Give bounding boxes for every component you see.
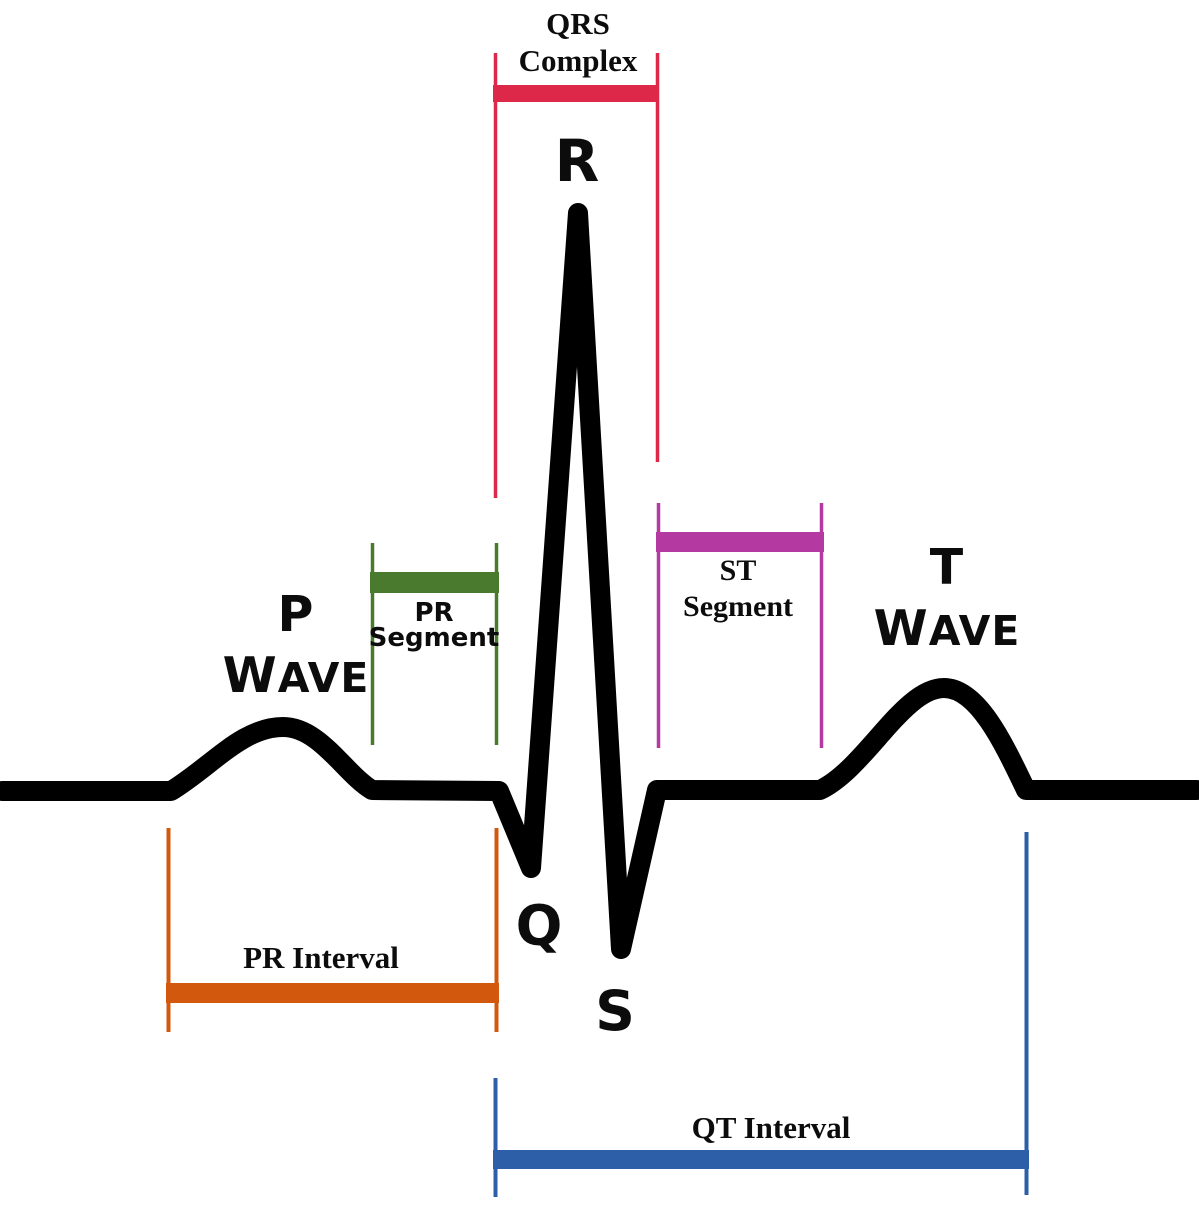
st-segment-label: ST Segment [683, 553, 793, 625]
pr-interval-bracket [166, 828, 499, 1032]
st-segment-bar [656, 532, 824, 552]
qt-interval-bracket [493, 832, 1029, 1197]
qrs-complex-label: QRS Complex [519, 5, 638, 79]
ecg-trace [0, 203, 1199, 959]
q-trough-label: Q [515, 894, 563, 958]
pr-interval-label: PR Interval [243, 940, 399, 975]
qrs-bracket-bar [493, 85, 659, 102]
st-segment-label-line1: ST [719, 554, 757, 587]
qrs-complex-label-line2: Complex [518, 43, 638, 78]
pr-segment-label: PR Segment [368, 598, 500, 653]
p-wave-label: P WAVE [223, 584, 370, 709]
t-wave-label-line1: T [929, 539, 965, 596]
t-wave-label-line2: WAVE [873, 600, 1021, 657]
pr-segment-bracket [370, 543, 499, 745]
p-wave-label-line2: WAVE [222, 647, 370, 704]
s-trough-label: S [595, 979, 635, 1043]
r-peak-label: R [554, 127, 600, 195]
pr-segment-label-line1: PR [414, 598, 454, 628]
pr-interval-bar [166, 983, 499, 1003]
p-wave-label-line1: P [277, 586, 315, 643]
st-segment-bracket [656, 503, 824, 748]
qrs-complex-bracket [493, 53, 660, 498]
t-wave-label: T WAVE [874, 537, 1021, 662]
qrs-complex-label-line1: QRS [546, 6, 610, 41]
qt-interval-bar [493, 1150, 1029, 1169]
pr-segment-label-line2: Segment [368, 623, 500, 653]
qt-interval-label: QT Interval [691, 1110, 851, 1145]
st-segment-label-line2: Segment [683, 590, 793, 623]
pr-segment-bar [370, 572, 499, 593]
